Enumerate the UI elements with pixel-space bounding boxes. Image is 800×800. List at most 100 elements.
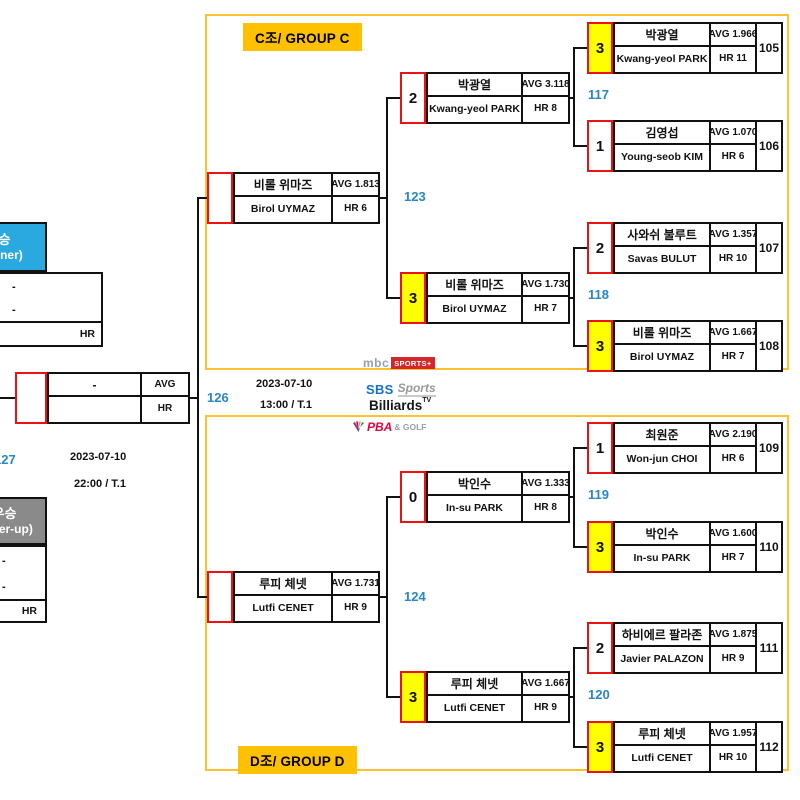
connector-line [386,97,402,99]
winner-row: - [12,304,16,316]
pba-peacock-icon [353,421,364,432]
connector-line [573,247,589,249]
player-avg: AVG 1.875 [709,624,757,647]
sbs-sports-logo: SBS Sports [366,381,436,397]
player-hr: HR 7 [534,303,557,314]
connector-line [573,447,589,449]
match-score: 3 [400,671,426,723]
player-name-en: In-su PARK [633,551,691,564]
connector-line [197,197,209,199]
runnerup-hr-label: HR [0,599,45,621]
player-avg: AVG 1.667 [521,673,570,696]
runnerup-box-header: 준우승 (Runner-up) [0,497,47,545]
match-number-118: 118 [588,287,609,302]
winner-hr-label: HR [0,321,101,345]
final-match-box: - AVG HR [15,372,190,424]
connector-line [567,97,575,99]
runnerup-title-en: (Runner-up) [0,521,33,536]
match-number: 112 [759,740,779,754]
player-name-en: Young-seob KIM [620,150,704,163]
match-number-127: 127 [0,452,16,467]
player-name-en: Birol UYMAZ [442,302,507,315]
billiards-logo-text: Billiards [369,398,423,413]
match-score: 3 [400,272,426,324]
avg-label: AVG [142,374,188,397]
sbs-logo-text: SBS [366,381,394,397]
connector-line [573,47,589,49]
connector-line [567,496,575,498]
player-name-kr: 루피 체넷 [235,573,331,596]
player-avg: AVG 1.957 [709,723,757,746]
connector-line [0,397,17,399]
billiards-tv-logo: Billiards TV [369,397,431,413]
decider-match-time: 22:00 / T.1 [74,478,126,490]
player-name-en: Kwang-yeol PARK [616,52,708,65]
player-name-kr: 비롤 위마즈 [615,322,709,345]
player-name-kr: 박광열 [428,74,521,97]
player-name-en: Savas BULUT [627,252,697,265]
pba-golf-logo: PBA & GOLF [352,420,426,434]
match-number-123: 123 [404,189,426,204]
player-name-en: In-su PARK [446,501,503,514]
player-hr: HR 11 [719,53,747,64]
connector-line [567,297,575,299]
player-avg: AVG 2.190 [709,424,757,447]
connector-line [378,596,388,598]
match-score: 3 [587,320,613,372]
match-number-120: 120 [588,687,610,702]
mbc-logo-text: mbc [363,356,390,370]
match-number: 106 [758,139,780,153]
player-name-kr: 비롤 위마즈 [235,174,331,197]
player-hr: HR 9 [344,602,367,613]
player-avg: AVG 1.333 [521,473,570,496]
match-score: 3 [587,721,613,773]
match-number: 110 [759,540,779,554]
match-score [207,571,233,623]
player-hr: HR 7 [721,552,745,563]
player-name-en: Kwang-yeol PARK [429,102,520,115]
connector-line [188,397,199,399]
player-avg: AVG 1.731 [331,573,380,596]
player-name-kr: - [49,374,140,397]
connector-line [386,696,402,698]
match-number: 105 [758,41,780,55]
player-name-en: Lutfi CENET [252,601,314,614]
decider-match-date: 2023-07-10 [70,451,127,463]
player-avg: AVG 1.730 [521,274,570,297]
match-score: 1 [587,120,613,172]
connector-line [378,197,388,199]
player-name-kr: 김영섭 [615,122,709,145]
runnerup-row: - [2,580,6,593]
runnerup-box-body: - - HR [0,545,47,623]
winner-box-body: - - HR [0,272,103,347]
player-hr: HR 7 [721,351,745,362]
player-name-en: Birol UYMAZ [629,350,695,363]
player-hr: HR 9 [534,702,557,713]
connector-line [386,496,402,498]
player-name-en [49,397,140,420]
match-score: 3 [587,521,613,573]
player-hr: HR 10 [718,752,748,763]
group-c-label: C조/ GROUP C [243,23,362,51]
player-avg: AVG 1.357 [709,224,757,247]
match-score: 1 [587,422,613,474]
player-name-en: Lutfi CENET [631,751,693,764]
final-match-time: 13:00 / T.1 [260,399,312,411]
match-number-126: 126 [207,390,229,405]
match-number: 111 [759,641,779,655]
group-d-panel [205,415,789,771]
connector-line [573,546,589,548]
player-avg: AVG 1.070 [709,122,757,145]
player-hr: HR 10 [718,253,748,264]
hr-label: HR [157,403,173,414]
player-name-en: Birol UYMAZ [250,202,316,215]
player-avg: AVG 1.667 [709,322,757,345]
player-name-kr: 루피 체넷 [615,723,709,746]
match-number: 107 [758,241,780,255]
match-score: 3 [587,22,613,74]
